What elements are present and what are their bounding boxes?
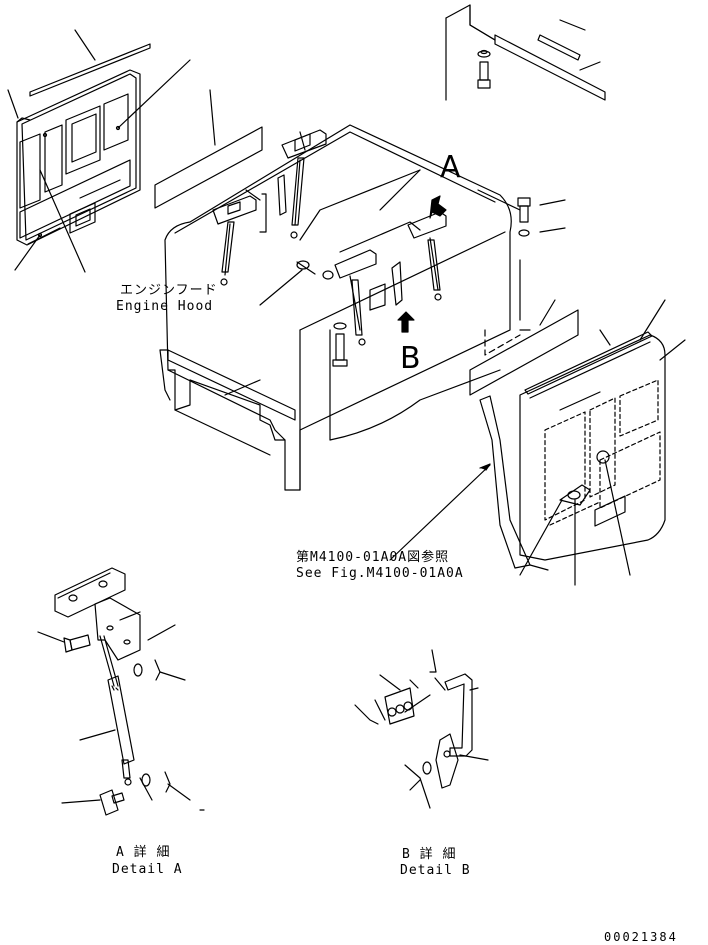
view-a-marker: A [440,150,461,185]
detail-b-latch [355,650,488,808]
detail-a-label-en: Detail A [112,862,183,877]
engine-hood-label-en: Engine Hood [116,299,214,314]
engine-hood-label-jp: エンジンフード [120,283,218,298]
detail-b-label-jp: B 詳 細 [402,847,457,862]
detail-b-label-en: Detail B [400,863,471,878]
see-fig-label-en: See Fig.M4100-01A0A [296,566,464,581]
engine-hood-body [160,90,530,490]
left-side-panel [8,30,190,272]
view-b-marker: B [400,341,421,376]
top-right-bracket [446,5,605,100]
top-filler-pad [155,127,262,208]
detail-a-label-jp: A 詳 細 [116,845,171,860]
detail-a-hinge-strut [38,568,204,815]
right-side-panel [390,300,685,585]
see-fig-label-jp: 第M4100-01A0A図参照 [296,550,450,565]
right-filler-pad [470,190,578,395]
drawing-number: 00021384 [604,930,678,944]
